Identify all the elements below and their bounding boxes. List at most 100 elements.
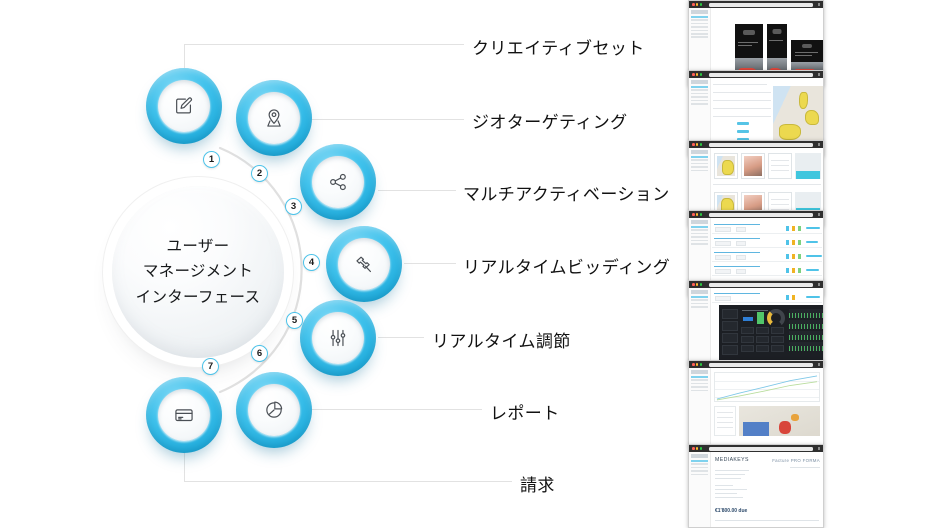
- sidebar-item[interactable]: [691, 89, 708, 91]
- sidebar-item[interactable]: [691, 102, 708, 105]
- sidebar-item[interactable]: [691, 386, 708, 388]
- sidebar-item[interactable]: [691, 36, 708, 38]
- address-bar[interactable]: [708, 362, 814, 367]
- sidebar-item[interactable]: [691, 32, 708, 35]
- node-geo-targeting[interactable]: [236, 80, 312, 156]
- sidebar-item[interactable]: [691, 162, 708, 165]
- menu-icon[interactable]: [817, 213, 820, 216]
- node-reporting[interactable]: [236, 372, 312, 448]
- address-bar[interactable]: [708, 212, 814, 217]
- table-row[interactable]: [712, 264, 822, 276]
- app-sidebar: [689, 368, 711, 445]
- node-creative-set[interactable]: [146, 68, 222, 144]
- activation-card[interactable]: [714, 153, 738, 179]
- sidebar-item[interactable]: [691, 242, 708, 245]
- region-shape: [779, 124, 801, 140]
- report-map[interactable]: [739, 406, 820, 436]
- node-real-time-bidding[interactable]: [326, 226, 402, 302]
- row-title: [714, 251, 761, 254]
- sidebar-item[interactable]: [691, 229, 708, 231]
- table-row[interactable]: [712, 250, 822, 262]
- invoice-doc-type: Facture PRO FORMA: [772, 458, 820, 463]
- menu-icon[interactable]: [817, 447, 820, 450]
- address-bar[interactable]: [708, 2, 814, 7]
- menu-icon[interactable]: [817, 73, 820, 76]
- sidebar-item[interactable]: [691, 92, 708, 95]
- row-cell: [736, 240, 746, 246]
- screenshot-invoice[interactable]: MEDIAKEYS Facture PRO FORMA €1'800.00 du…: [688, 444, 824, 528]
- sidebar-item[interactable]: [691, 296, 708, 298]
- node-multi-activation[interactable]: [300, 144, 376, 220]
- row-title: [714, 292, 761, 295]
- app-logo: [691, 370, 708, 374]
- sidebar-item[interactable]: [691, 470, 708, 472]
- sidebar-item[interactable]: [691, 382, 708, 385]
- address-bar[interactable]: [708, 282, 814, 287]
- sidebar-item[interactable]: [691, 460, 708, 462]
- sidebar-item[interactable]: [691, 232, 708, 235]
- invoice-meta-line: [790, 467, 820, 469]
- sidebar-item[interactable]: [691, 159, 708, 161]
- maximize-icon: [699, 213, 703, 216]
- sidebar-item[interactable]: [691, 463, 708, 465]
- minimize-icon: [695, 143, 699, 146]
- node-real-time-adjustment[interactable]: [300, 300, 376, 376]
- map-region-orange: [791, 414, 799, 421]
- node-billing[interactable]: [146, 377, 222, 453]
- map-region-red: [779, 421, 791, 434]
- address-bar[interactable]: [708, 72, 814, 77]
- center-hub-line-2: マネージメント: [142, 263, 254, 281]
- address-bar[interactable]: [708, 446, 814, 451]
- sidebar-item[interactable]: [691, 156, 708, 158]
- table-row[interactable]: [712, 291, 822, 303]
- sidebar-item[interactable]: [691, 473, 708, 476]
- screenshot-real-time-adjustment[interactable]: [688, 280, 824, 366]
- minimize-icon: [695, 363, 699, 366]
- step-badge-7-number: 7: [207, 360, 214, 372]
- form-row: [713, 100, 772, 102]
- region-chip[interactable]: [737, 138, 749, 141]
- sidebar-item[interactable]: [691, 379, 708, 381]
- pie-chart-icon: [263, 399, 285, 421]
- sidebar-item[interactable]: [691, 169, 708, 172]
- activation-card[interactable]: [741, 153, 765, 179]
- sidebar-item[interactable]: [691, 466, 708, 469]
- browser-body: [689, 368, 823, 445]
- metric-tile: [722, 321, 738, 331]
- sidebar-item[interactable]: [691, 29, 708, 32]
- sidebar-item[interactable]: [691, 166, 708, 168]
- sidebar-item[interactable]: [691, 86, 708, 88]
- brand-logo: [802, 44, 812, 48]
- address-bar[interactable]: [708, 142, 814, 147]
- sidebar-item[interactable]: [691, 376, 708, 378]
- sidebar-item[interactable]: [691, 239, 708, 242]
- sidebar-item[interactable]: [691, 389, 708, 392]
- sidebar-item[interactable]: [691, 226, 708, 228]
- sidebar-item[interactable]: [691, 22, 708, 25]
- region-chip[interactable]: [737, 130, 749, 133]
- metric-tile: [722, 345, 738, 355]
- sidebar-item[interactable]: [691, 19, 708, 21]
- sidebar-item[interactable]: [691, 26, 708, 28]
- activation-card[interactable]: [768, 153, 792, 179]
- sidebar-item[interactable]: [691, 299, 708, 301]
- sidebar-item[interactable]: [691, 236, 708, 238]
- sidebar-item[interactable]: [691, 96, 708, 98]
- table-row[interactable]: [712, 222, 822, 234]
- metric-tile: [722, 333, 738, 343]
- geo-map[interactable]: [773, 86, 823, 148]
- menu-icon[interactable]: [817, 143, 820, 146]
- legend-line: [717, 417, 733, 419]
- sidebar-item[interactable]: [691, 99, 708, 102]
- menu-icon[interactable]: [817, 3, 820, 6]
- menu-icon[interactable]: [817, 283, 820, 286]
- step-badge-7: 7: [202, 358, 219, 375]
- region-chip[interactable]: [737, 122, 749, 125]
- node-geo-targeting-inner: [248, 92, 300, 144]
- table-row[interactable]: [712, 236, 822, 248]
- screenshot-reporting[interactable]: [688, 360, 824, 446]
- menu-icon[interactable]: [817, 363, 820, 366]
- sidebar-item[interactable]: [691, 16, 708, 18]
- sidebar-item[interactable]: [691, 306, 708, 308]
- sidebar-item[interactable]: [691, 302, 708, 305]
